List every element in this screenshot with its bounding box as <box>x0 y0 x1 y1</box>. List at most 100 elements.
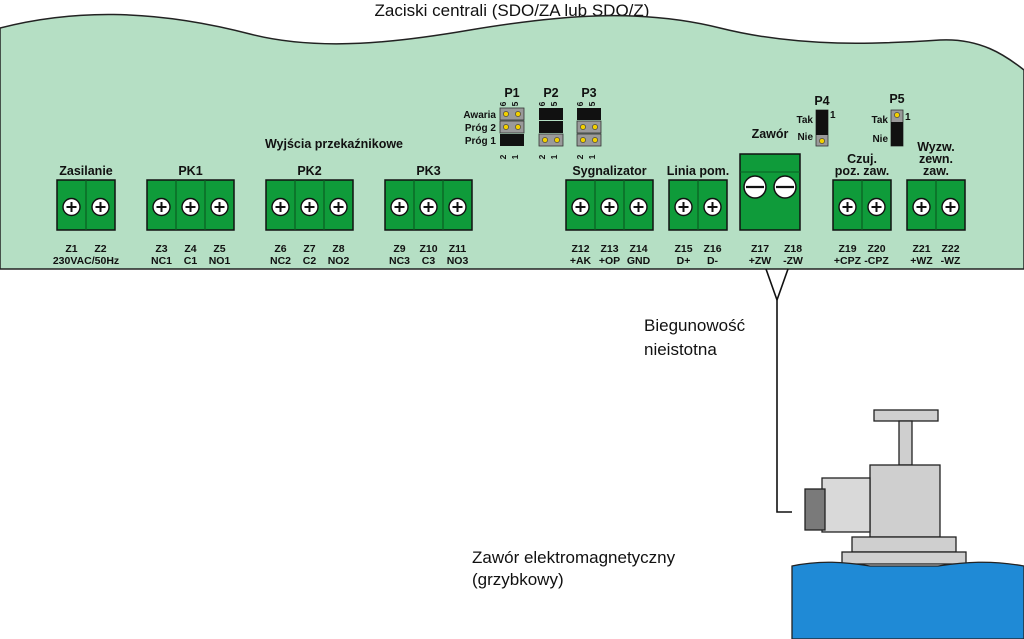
terminal-signal: +WZ <box>910 255 933 267</box>
diagram-title: Zaciski centrali (SDO/ZA lub SDO/Z) <box>375 1 650 20</box>
pin-number: 5 <box>510 101 520 106</box>
terminal-id: Z1 <box>65 243 77 255</box>
jumper-option: Tak <box>872 115 889 126</box>
terminal-id: Z8 <box>332 243 344 255</box>
pin-number: 1 <box>587 154 597 159</box>
pin-number: 5 <box>587 101 597 106</box>
jumper-pins <box>538 133 564 147</box>
terminal-block: Wyzw.zewn.zaw. Z21+WZ Z22-WZ <box>906 140 966 267</box>
terminal-signal: C2 <box>303 255 317 267</box>
pin-number: 6 <box>537 101 547 106</box>
terminal-id: Z7 <box>303 243 315 255</box>
terminal-id: Z4 <box>184 243 196 255</box>
terminal-signal: C3 <box>422 255 436 267</box>
relay-outputs-label: Wyjścia przekaźnikowe <box>265 137 403 151</box>
polarity-note-line-1: Biegunowość <box>644 316 746 335</box>
terminal-block-title: poz. zaw. <box>835 164 889 178</box>
terminal-id: Z5 <box>213 243 225 255</box>
terminal-block-title: Czuj. <box>847 152 877 166</box>
pin-number: 2 <box>498 154 508 159</box>
terminal-block-title: Wyzw. <box>917 140 955 154</box>
jumper-pins <box>499 107 525 121</box>
pin-number: 1 <box>549 154 559 159</box>
pin-number: 2 <box>575 154 585 159</box>
terminal-id: Z6 <box>274 243 286 255</box>
terminal-id: Z14 <box>629 243 647 255</box>
terminal-id: Z15 <box>674 243 692 255</box>
jumper-cap <box>539 121 563 133</box>
jumper-option: Nie <box>797 132 813 143</box>
terminal-block-title: PK3 <box>416 164 440 178</box>
terminal-block-title: Sygnalizator <box>572 164 646 178</box>
valve-body <box>791 561 1024 639</box>
pin-number: 5 <box>549 101 559 106</box>
jumper-cap <box>577 108 601 120</box>
terminal-id: Z2 <box>94 243 106 255</box>
polarity-note-line-2: nieistotna <box>644 340 717 359</box>
terminal-block-title: zewn. <box>919 152 953 166</box>
jumper-name: P4 <box>814 94 829 108</box>
terminal-signal: D- <box>707 255 719 267</box>
terminal-block-title: Zasilanie <box>59 164 113 178</box>
terminal-block-title: Zawór <box>752 127 789 141</box>
valve-caption-line-2: (grzybkowy) <box>472 570 564 589</box>
terminal-signal: -ZW <box>783 255 803 267</box>
jumper-row-label: Awaria <box>463 110 496 121</box>
terminal-id: Z16 <box>703 243 721 255</box>
terminal-id: Z21 <box>912 243 930 255</box>
jumper-cap <box>891 122 903 146</box>
jumper-group-name: P2 <box>543 86 558 100</box>
terminal-id: Z18 <box>784 243 802 255</box>
solenoid-valve <box>791 409 1024 639</box>
jumper-group-name: P3 <box>581 86 596 100</box>
terminal-id: Z19 <box>838 243 856 255</box>
valve-neck <box>851 536 957 553</box>
pin-number: 1 <box>510 154 520 159</box>
pin-number: 2 <box>537 154 547 159</box>
terminal-block-title: PK1 <box>178 164 202 178</box>
pin-number: 6 <box>498 101 508 106</box>
terminal-id: Z13 <box>600 243 618 255</box>
jumper-option: Tak <box>797 115 814 126</box>
terminal-id: Z22 <box>941 243 959 255</box>
valve-wire <box>765 268 792 513</box>
terminal-signal: NO1 <box>209 255 231 267</box>
terminal-signal: NO2 <box>328 255 350 267</box>
terminal-id: Z3 <box>155 243 167 255</box>
terminal-signal: 230VAC/50Hz <box>53 255 119 267</box>
jumper-cap <box>500 134 524 146</box>
terminal-signal: +ZW <box>749 255 772 267</box>
terminal-id: Z12 <box>571 243 589 255</box>
jumper-pins <box>499 120 525 134</box>
terminal-signal: -WZ <box>941 255 961 267</box>
jumper-cap <box>539 108 563 120</box>
jumper-row-label: Próg 2 <box>465 123 497 134</box>
jumper-option: Nie <box>872 134 888 145</box>
terminal-id: Z10 <box>419 243 437 255</box>
pin-number: 6 <box>575 101 585 106</box>
jumper-group-name: P1 <box>504 86 519 100</box>
terminal-signal: +CPZ <box>834 255 862 267</box>
terminal-signal: -CPZ <box>864 255 889 267</box>
terminal-block-title: zaw. <box>923 164 949 178</box>
terminal-signal: NC3 <box>389 255 410 267</box>
terminal-block-title: Linia pom. <box>667 164 730 178</box>
valve-stem <box>898 420 913 466</box>
valve-handle <box>873 409 939 422</box>
terminal-signal: +OP <box>599 255 620 267</box>
terminal-signal: GND <box>627 255 651 267</box>
jumper-name: P5 <box>889 92 904 106</box>
